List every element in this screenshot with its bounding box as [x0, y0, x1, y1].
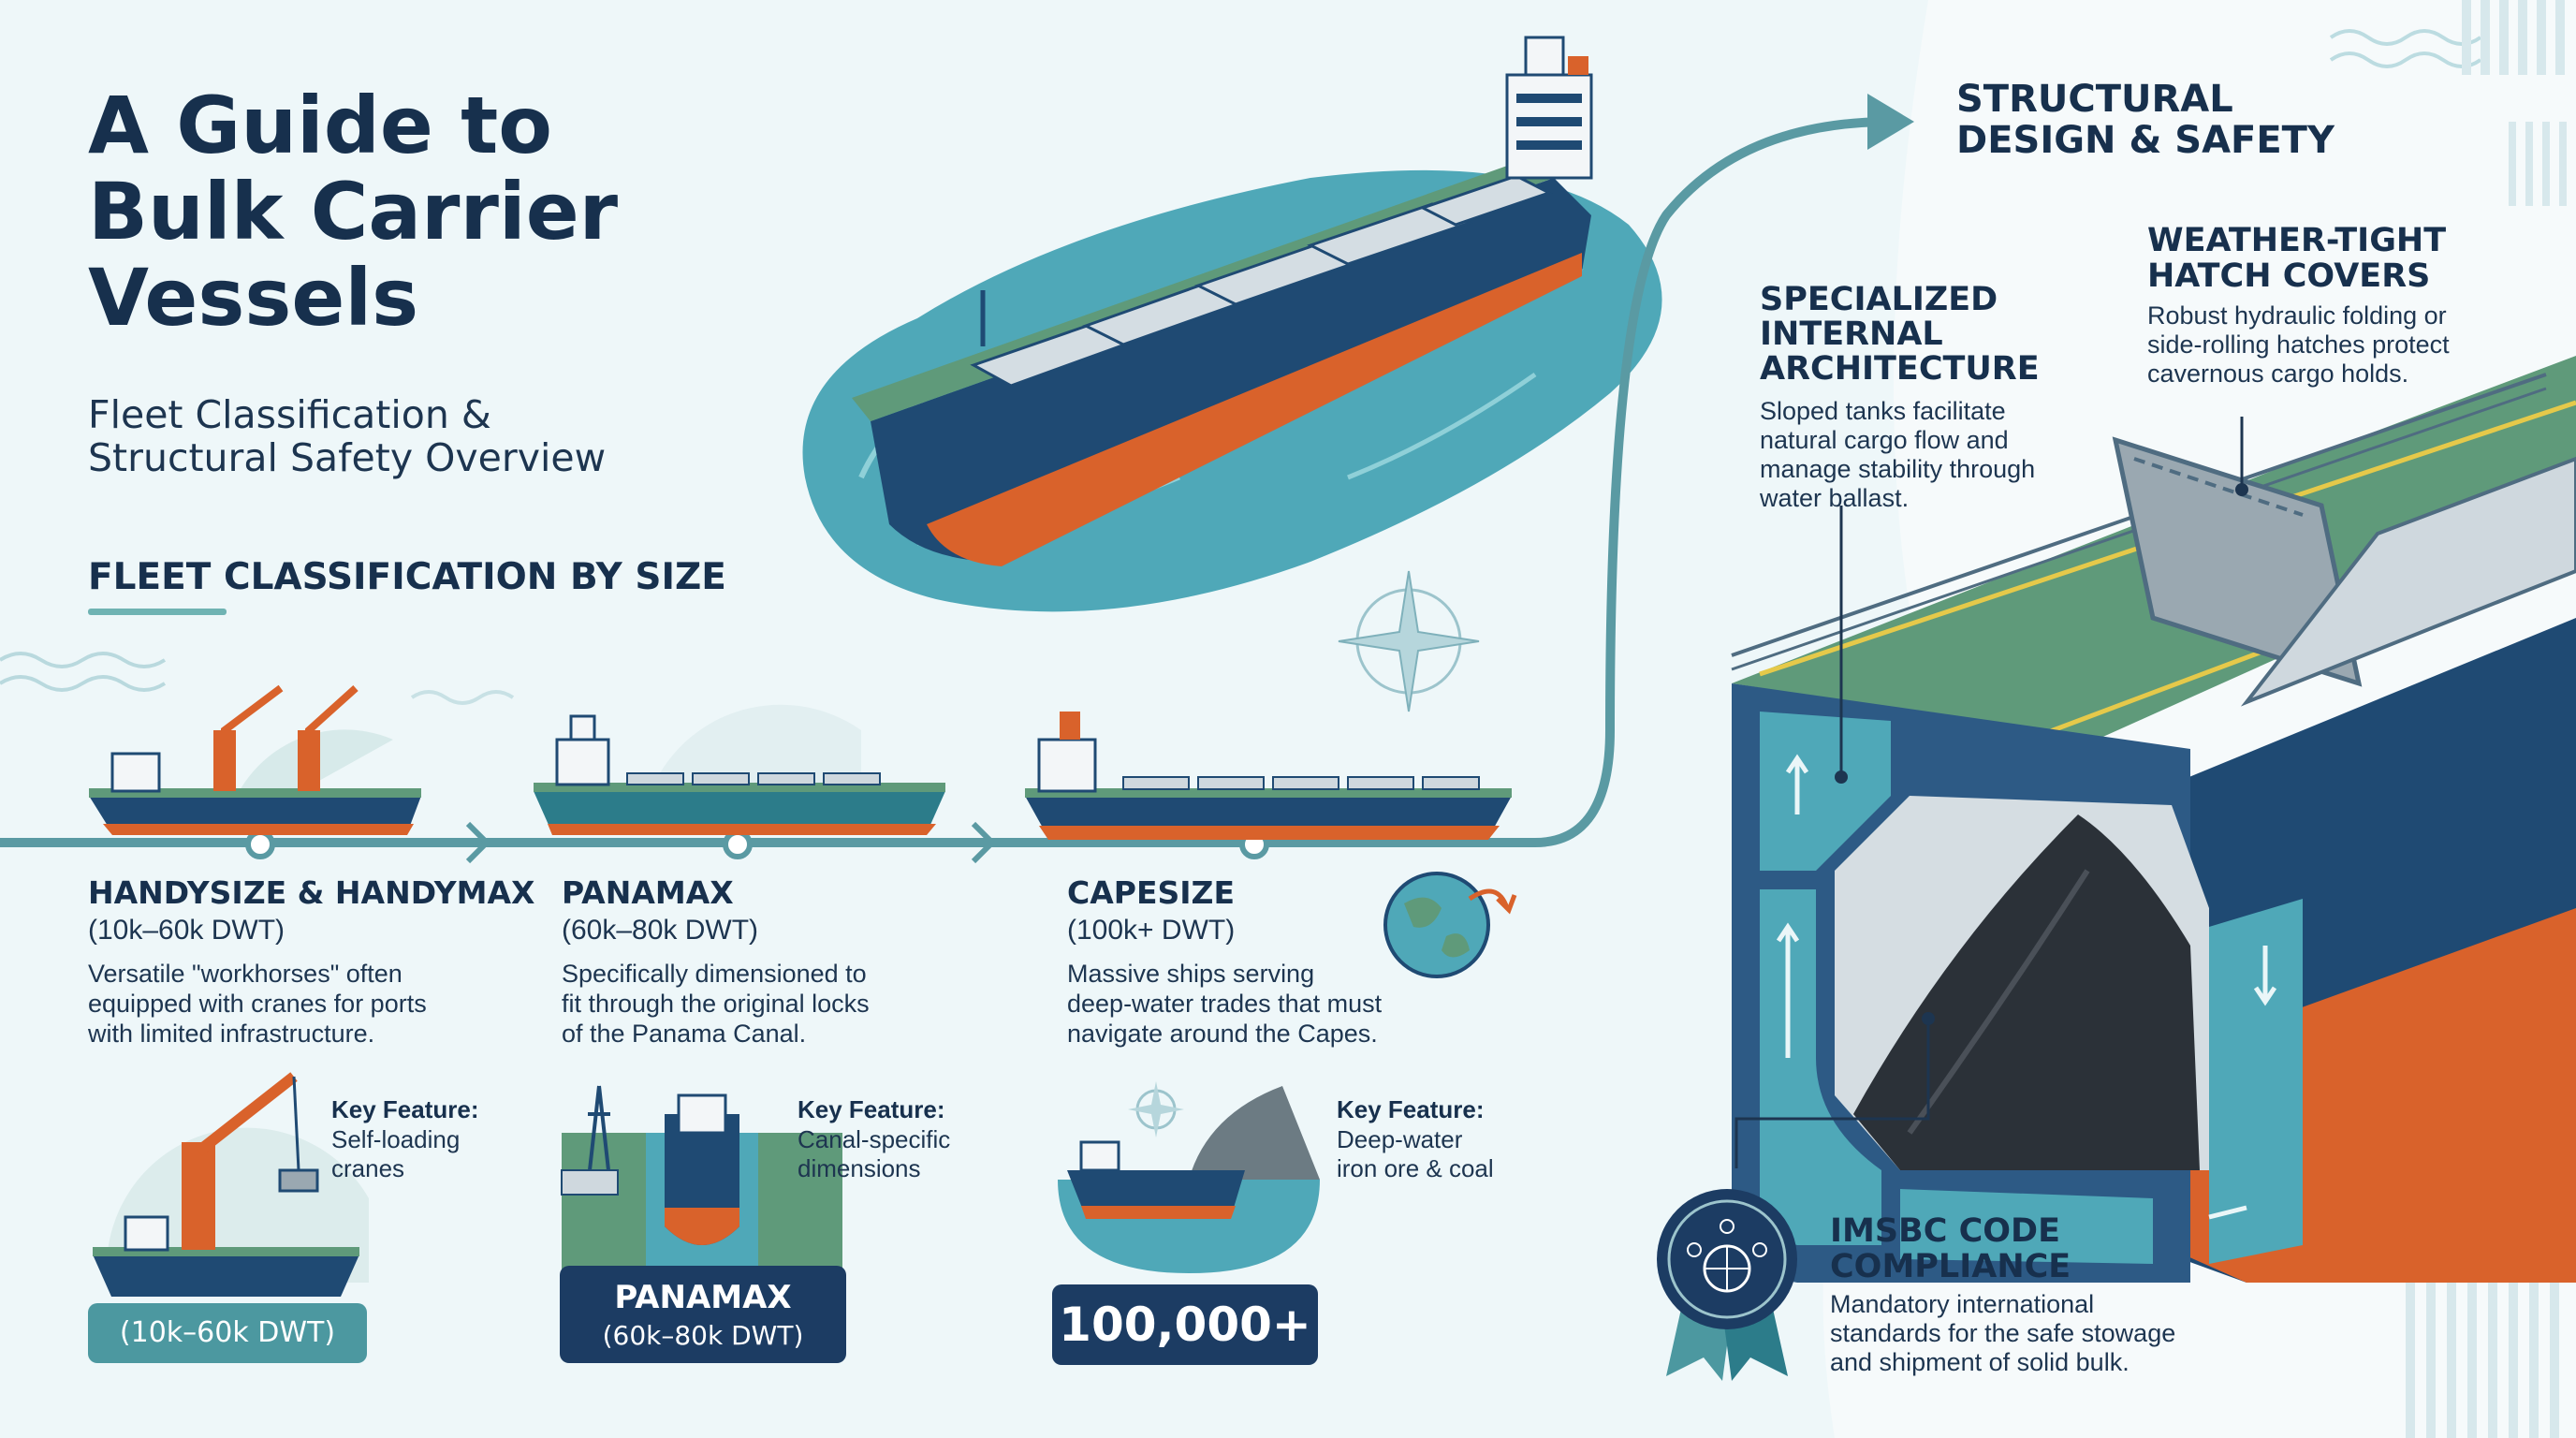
- imsbc-text: Mandatory international standards for th…: [1830, 1290, 2176, 1376]
- panamax-range: (60k–80k DWT): [562, 915, 759, 946]
- internal-architecture-title: SPECIALIZED INTERNAL ARCHITECTURE: [1760, 281, 2040, 388]
- subtitle-line-2: Structural Safety Overview: [88, 435, 607, 480]
- crane-ship-illustration: [93, 1072, 369, 1297]
- panamax-description: Specifically dimensioned to fit through …: [562, 960, 870, 1048]
- page-title: A Guide to Bulk Carrier Vessels: [88, 82, 743, 341]
- canal-lock-illustration: [561, 1085, 842, 1273]
- panamax-ship-illustration: [534, 704, 945, 835]
- subtitle-line-1: Fleet Classification &: [88, 392, 491, 437]
- internal-architecture-text: Sloped tanks facilitate natural cargo fl…: [1760, 397, 2036, 512]
- capesize-ship-illustration: [1025, 712, 1512, 840]
- hatch-covers-title: WEATHER-TIGHT HATCH COVERS: [2147, 222, 2447, 295]
- wave-lines-mid: [410, 690, 515, 705]
- handysize-description: Versatile "workhorses" often equipped wi…: [88, 960, 427, 1048]
- panamax-key-feature-label: Key Feature:: [798, 1095, 945, 1123]
- panamax-badge: PANAMAX (60k–80k DWT): [560, 1266, 846, 1363]
- wave-lines-left: [0, 652, 167, 692]
- structural-design-heading: STRUCTURAL DESIGN & SAFETY: [1956, 78, 2334, 162]
- capesize-description: Massive ships serving deep-water trades …: [1067, 960, 1383, 1048]
- title-line-2: Bulk Carrier: [88, 166, 619, 257]
- handysize-key-feature-label: Key Feature:: [331, 1095, 479, 1123]
- heading-underline: [88, 609, 227, 615]
- hatch-covers-text: Robust hydraulic folding or side-rolling…: [2147, 301, 2450, 388]
- compass-rose-icon: [1338, 570, 1480, 712]
- panamax-title: PANAMAX: [562, 874, 734, 911]
- handysize-badge: (10k–60k DWT): [88, 1303, 367, 1363]
- deep-water-illustration: [1058, 1081, 1320, 1273]
- imsbc-seal-icon: [1657, 1189, 1797, 1381]
- globe-icon: [1383, 872, 1517, 978]
- handysize-key-feature-text: Self-loading cranes: [331, 1125, 461, 1182]
- capesize-key-feature-text: Deep-water iron ore & coal: [1337, 1125, 1494, 1182]
- capesize-badge: 100,000+: [1052, 1284, 1318, 1365]
- handysize-range: (10k–60k DWT): [88, 915, 285, 946]
- hull-cutaway-illustration: [1731, 356, 2576, 1283]
- panamax-key-feature-text: Canal-specific dimensions: [798, 1125, 951, 1182]
- handysize-title: HANDYSIZE & HANDYMAX: [88, 874, 535, 911]
- stripe-panel-top: [2462, 0, 2565, 75]
- stripe-panel-mid: [2509, 122, 2567, 206]
- title-line-1: A Guide to: [88, 80, 553, 171]
- stripe-panel-bottom: [2406, 1264, 2559, 1438]
- capesize-title: CAPESIZE: [1067, 874, 1236, 911]
- imsbc-title: IMSBC CODE COMPLIANCE: [1830, 1212, 2071, 1285]
- page-subtitle: Fleet Classification & Structural Safety…: [88, 393, 687, 479]
- capesize-key-feature-label: Key Feature:: [1337, 1095, 1485, 1123]
- hero-ship-illustration: [802, 36, 1662, 612]
- capesize-range: (100k+ DWT): [1067, 915, 1236, 946]
- fleet-classification-heading: FLEET CLASSIFICATION BY SIZE: [88, 556, 726, 598]
- handysize-ship-illustration: [89, 684, 421, 835]
- title-line-3: Vessels: [88, 252, 419, 344]
